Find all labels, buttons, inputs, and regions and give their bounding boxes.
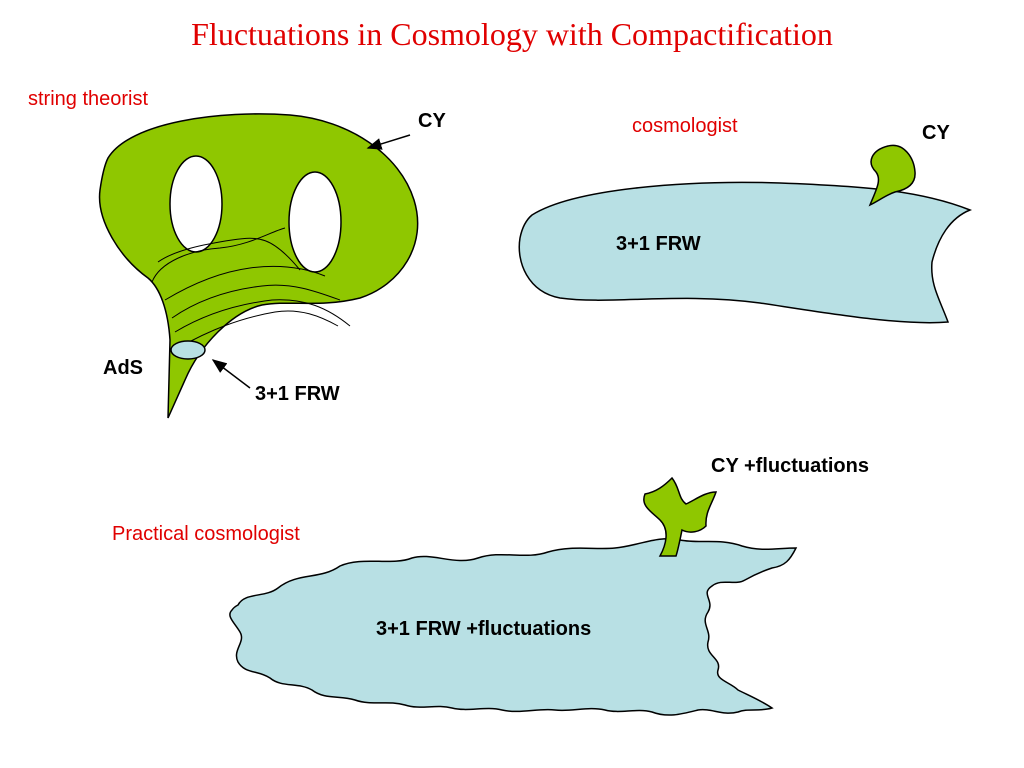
cosmologist-heading: cosmologist	[632, 115, 738, 137]
frw-fluctuations-label: 3+1 FRW +fluctuations	[376, 618, 592, 640]
cy-fluctuations-label: CY +fluctuations	[711, 455, 869, 477]
cy-pointer-arrow	[366, 134, 411, 150]
slide-title: Fluctuations in Cosmology with Compactif…	[191, 16, 833, 52]
frw-fluctuating-shape	[229, 538, 798, 716]
ads-region	[170, 340, 206, 360]
practical-cosmologist-heading: Practical cosmologist	[112, 523, 300, 545]
calabi-yau-manifold	[98, 113, 419, 419]
cy-small-shape	[868, 144, 916, 207]
cy-label-cosmologist: CY	[922, 122, 950, 144]
frw-label-cosmologist: 3+1 FRW	[616, 233, 701, 255]
cy-fluctuating-shape	[643, 476, 718, 557]
practical-frw-space	[229, 476, 798, 716]
ads-label: AdS	[103, 357, 143, 379]
cy-fluctuation-lines	[151, 227, 351, 349]
cy-label-string-theorist: CY	[418, 110, 446, 132]
cy-body-shape	[98, 113, 419, 419]
frw-label-string-theorist: 3+1 FRW	[255, 383, 340, 405]
frw-pointer-arrow	[211, 359, 251, 389]
cy-hole-right	[288, 171, 342, 273]
frw-blob-shape	[518, 181, 973, 324]
cy-hole-left	[169, 155, 223, 253]
cosmologist-frw-space	[518, 144, 973, 324]
string-theorist-heading: string theorist	[28, 88, 149, 110]
